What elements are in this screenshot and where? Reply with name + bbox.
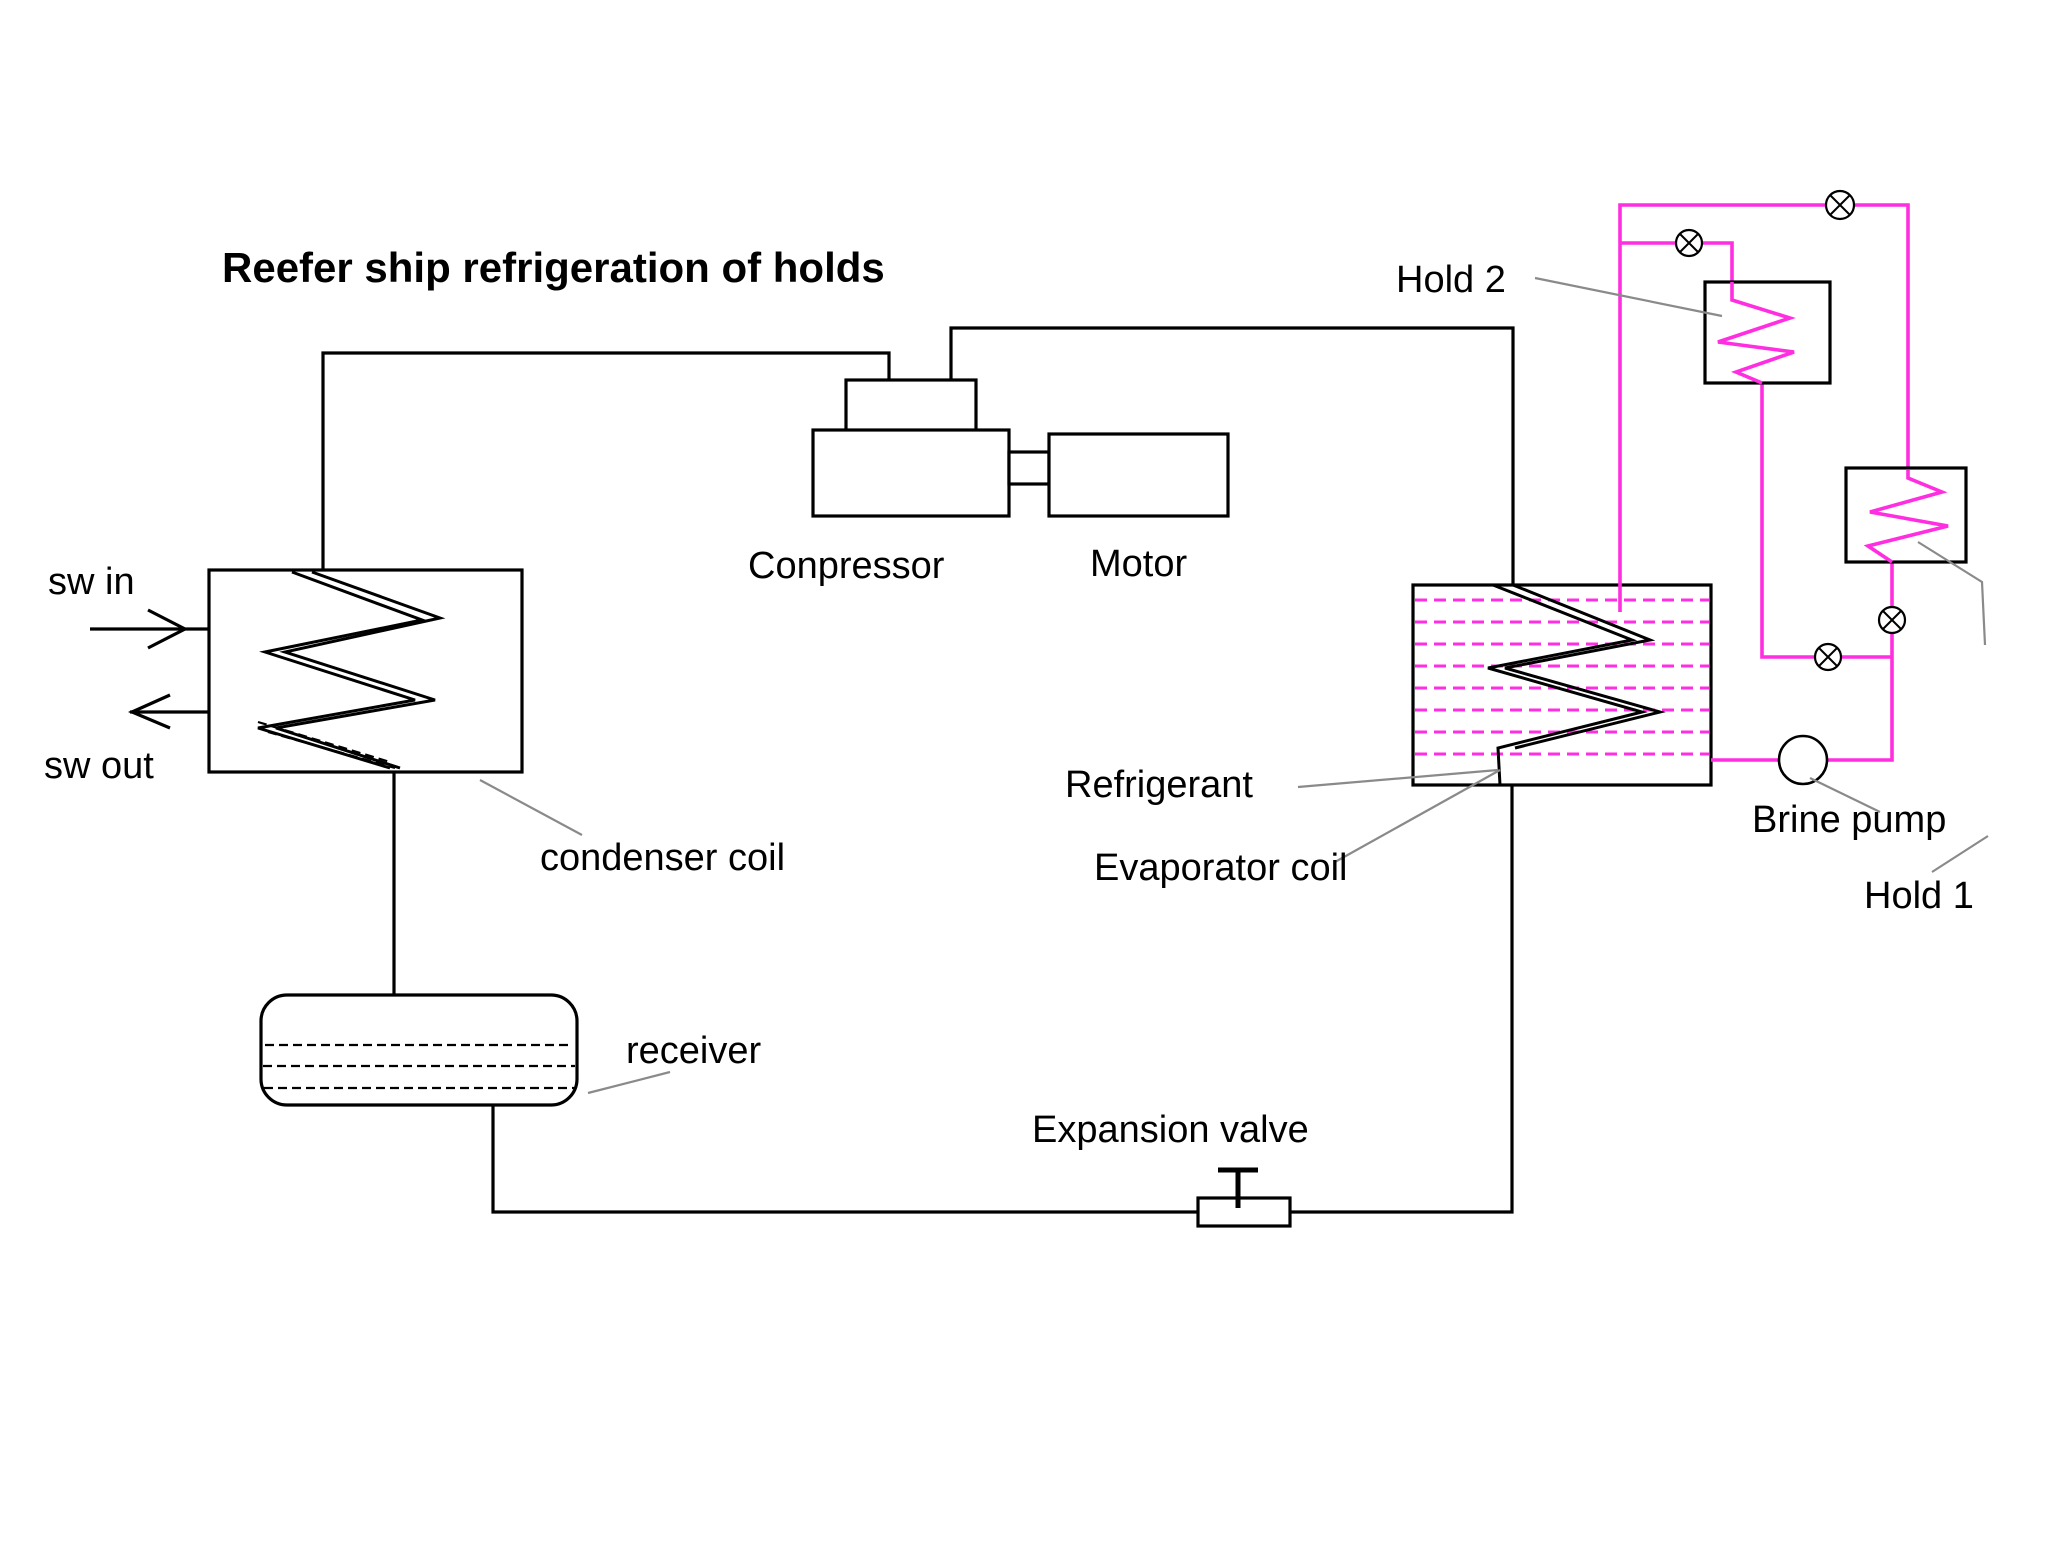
suction-pipe <box>949 326 1515 585</box>
condenser <box>207 568 524 774</box>
hold-2-cooler <box>1703 280 1832 385</box>
receiver <box>259 993 579 1107</box>
discharge-pipe <box>321 351 891 570</box>
hold-1-brine-coil <box>1863 470 1949 564</box>
condenser-liquid-2 <box>267 730 396 770</box>
brine-line-hold2-return <box>1760 383 1892 659</box>
motor <box>1047 432 1230 518</box>
hold-1-leader-upper <box>1917 541 1987 646</box>
brine-valve-hold2-outlet[interactable] <box>1813 642 1843 672</box>
expansion-valve-label: Expansion valve <box>1032 1109 1309 1151</box>
sw-out-label: sw out <box>44 745 154 787</box>
motor-label: Motor <box>1090 543 1187 585</box>
compressor-label: Conpressor <box>748 545 945 587</box>
refrigerant-label: Refrigerant <box>1065 764 1253 806</box>
condenser-liquid-1 <box>257 720 391 764</box>
brine-in-tank <box>1415 598 1709 756</box>
refrigerant-leader <box>1297 768 1499 789</box>
hold-1-cooler <box>1844 466 1968 564</box>
brine-line-hold1-supply <box>1618 203 1910 612</box>
hold-1-label: Hold 1 <box>1864 875 1974 917</box>
brine-line-hold1-return <box>1711 562 1894 762</box>
brine-valve-hold2-inlet[interactable] <box>1674 228 1704 258</box>
condenser-coil-label: condenser coil <box>540 837 785 879</box>
compressor <box>811 428 1011 518</box>
evaporator-coil-label: Evaporator coil <box>1094 847 1347 889</box>
brine-pump-label: Brine pump <box>1752 799 1946 841</box>
brine-line-hold2-supply <box>1620 241 1734 282</box>
brine-valve-top[interactable] <box>1824 189 1856 221</box>
condenser-coil-leader <box>479 779 583 836</box>
hold-2-brine-coil <box>1717 282 1796 385</box>
hold-2-label: Hold 2 <box>1396 259 1506 301</box>
compressor-head <box>844 378 978 434</box>
evaporator-coil-inner <box>1504 583 1666 750</box>
evaporator-coil-leader <box>1334 769 1501 863</box>
hold-1-leader-lower <box>1931 835 1989 873</box>
receiver-label: receiver <box>626 1030 761 1072</box>
brine-valve-hold1-outlet[interactable] <box>1877 605 1907 635</box>
liquid-line <box>491 770 1514 1214</box>
condenser-coil-inner <box>275 570 446 770</box>
receiver-leader <box>587 1070 671 1095</box>
hold-2-leader <box>1534 276 1723 318</box>
brine-pump-leader <box>1809 777 1881 813</box>
diagram-title: Reefer ship refrigeration of holds <box>222 244 885 291</box>
expansion-valve <box>1196 1196 1292 1228</box>
condenser-coil <box>257 570 428 770</box>
sw-out-arrow <box>127 693 171 730</box>
shaft-coupling <box>1007 450 1051 486</box>
evaporator-coil <box>1487 583 1648 786</box>
sw-in-arrow <box>147 608 189 650</box>
brine-pump <box>1777 734 1829 786</box>
sw-in-label: sw in <box>48 561 135 603</box>
